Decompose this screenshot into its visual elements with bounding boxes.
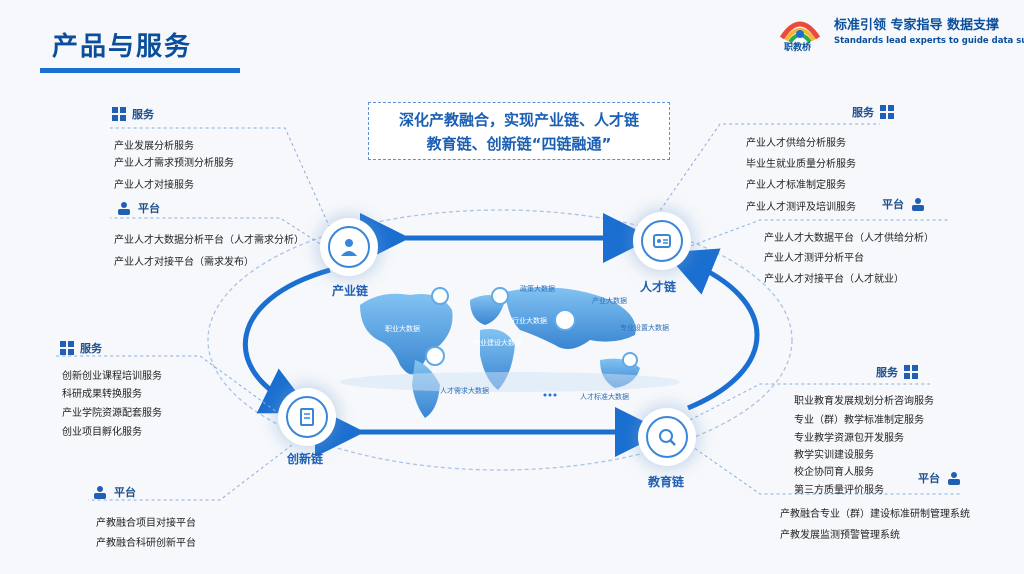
grid-icon [880, 105, 894, 119]
map-label: 政策大数据 [520, 285, 555, 293]
industry-platform-header: 平台 [116, 200, 160, 216]
banner-line: 深化产教融合，实现产业链、人才链 [398, 111, 639, 129]
list-item: 产教发展监测预警管理系统 [780, 530, 900, 541]
list-item: 创新创业课程培训服务 [62, 371, 162, 382]
arrow-education-talent [664, 248, 760, 411]
grid-icon [60, 341, 74, 355]
map-label: 专业建设大数据 [473, 339, 522, 347]
title-underline [40, 68, 240, 73]
node-label-education: 教育链 [648, 475, 685, 489]
list-item: 教学实训建设服务 [794, 450, 874, 461]
list-item: 产业学院资源配套服务 [62, 408, 162, 419]
grid-icon [112, 107, 126, 121]
person-icon [118, 202, 130, 215]
innovation-service-header: 服务 [60, 340, 102, 356]
map-label: 职业大数据 [385, 325, 420, 333]
person-icon [912, 198, 924, 211]
map-label: 人才需求大数据 [440, 387, 489, 395]
person-icon [948, 472, 960, 485]
person-icon [341, 239, 357, 256]
grid-icon [904, 365, 918, 379]
list-item: 校企协同育人服务 [794, 467, 874, 478]
search-icon [659, 429, 676, 446]
person-icon [94, 486, 106, 499]
list-item: 产业人才测评及培训服务 [746, 202, 856, 213]
list-item: 创业项目孵化服务 [62, 427, 142, 438]
node-label-industry: 产业链 [332, 284, 369, 298]
list-item: 产业人才标准制定服务 [746, 180, 846, 191]
brand-slogan-en: Standards lead experts to guide data sup… [834, 36, 1024, 46]
list-item: 产业人才大数据分析平台（人才需求分析） [114, 235, 304, 246]
id-card-icon [653, 234, 671, 248]
list-item: 产业发展分析服务 [114, 141, 194, 152]
brand-slogan: 标准引领 专家指导 数据支撑 [834, 18, 1000, 33]
list-item: 产教融合项目对接平台 [96, 518, 196, 529]
innovation-platform-header: 平台 [92, 484, 136, 500]
dashed-orbit [207, 209, 793, 471]
node-talent[interactable] [633, 212, 691, 270]
list-item: 职业教育发展规划分析咨询服务 [794, 396, 934, 407]
education-service-header: 服务 [876, 364, 918, 380]
education-platform-header: 平台 [918, 470, 962, 486]
world-map [340, 287, 680, 418]
list-item: 产业人才测评分析平台 [764, 253, 864, 264]
list-item: 产业人才对接平台（需求发布） [114, 257, 254, 268]
list-item: 产业人才供给分析服务 [746, 138, 846, 149]
document-icon [300, 408, 314, 426]
arrow-industry-innovation [242, 267, 331, 414]
map-label: 产业大数据 [592, 297, 627, 305]
talent-platform-header: 平台 [882, 196, 926, 212]
list-item: 产业人才需求预测分析服务 [114, 158, 234, 169]
list-item: 专业（群）教学标准制定服务 [794, 415, 924, 426]
bridge-logo-icon [779, 21, 821, 44]
brand-name: 职教桥 [784, 43, 812, 53]
industry-service-header: 服务 [112, 106, 154, 122]
banner-line: 教育链、创新链“四链融通” [426, 135, 612, 153]
list-item: 科研成果转换服务 [62, 389, 142, 400]
map-label: 人才标准大数据 [580, 393, 629, 401]
list-item: 产业人才对接平台（人才就业） [764, 274, 904, 285]
map-label: 专业设置大数据 [620, 324, 669, 332]
core-banner: 深化产教融合，实现产业链、人才链 教育链、创新链“四链融通” [368, 102, 670, 160]
node-education[interactable] [638, 408, 696, 466]
map-label: 行业大数据 [512, 317, 547, 325]
list-item: 产业人才对接服务 [114, 180, 194, 191]
list-item: 产业人才大数据平台（人才供给分析） [764, 233, 934, 244]
list-item: 产教融合专业（群）建设标准研制管理系统 [780, 509, 970, 520]
list-item: 产教融合科研创新平台 [96, 538, 196, 549]
page-title: 产品与服务 [52, 32, 193, 62]
talent-service-header: 服务 [852, 104, 894, 120]
list-item: 第三方质量评价服务 [794, 485, 884, 496]
node-label-talent: 人才链 [640, 280, 677, 294]
list-item: 毕业生就业质量分析服务 [746, 159, 856, 170]
node-innovation[interactable] [278, 388, 336, 446]
list-item: 专业教学资源包开发服务 [794, 433, 904, 444]
node-label-innovation: 创新链 [287, 452, 324, 466]
node-industry[interactable] [320, 218, 378, 276]
